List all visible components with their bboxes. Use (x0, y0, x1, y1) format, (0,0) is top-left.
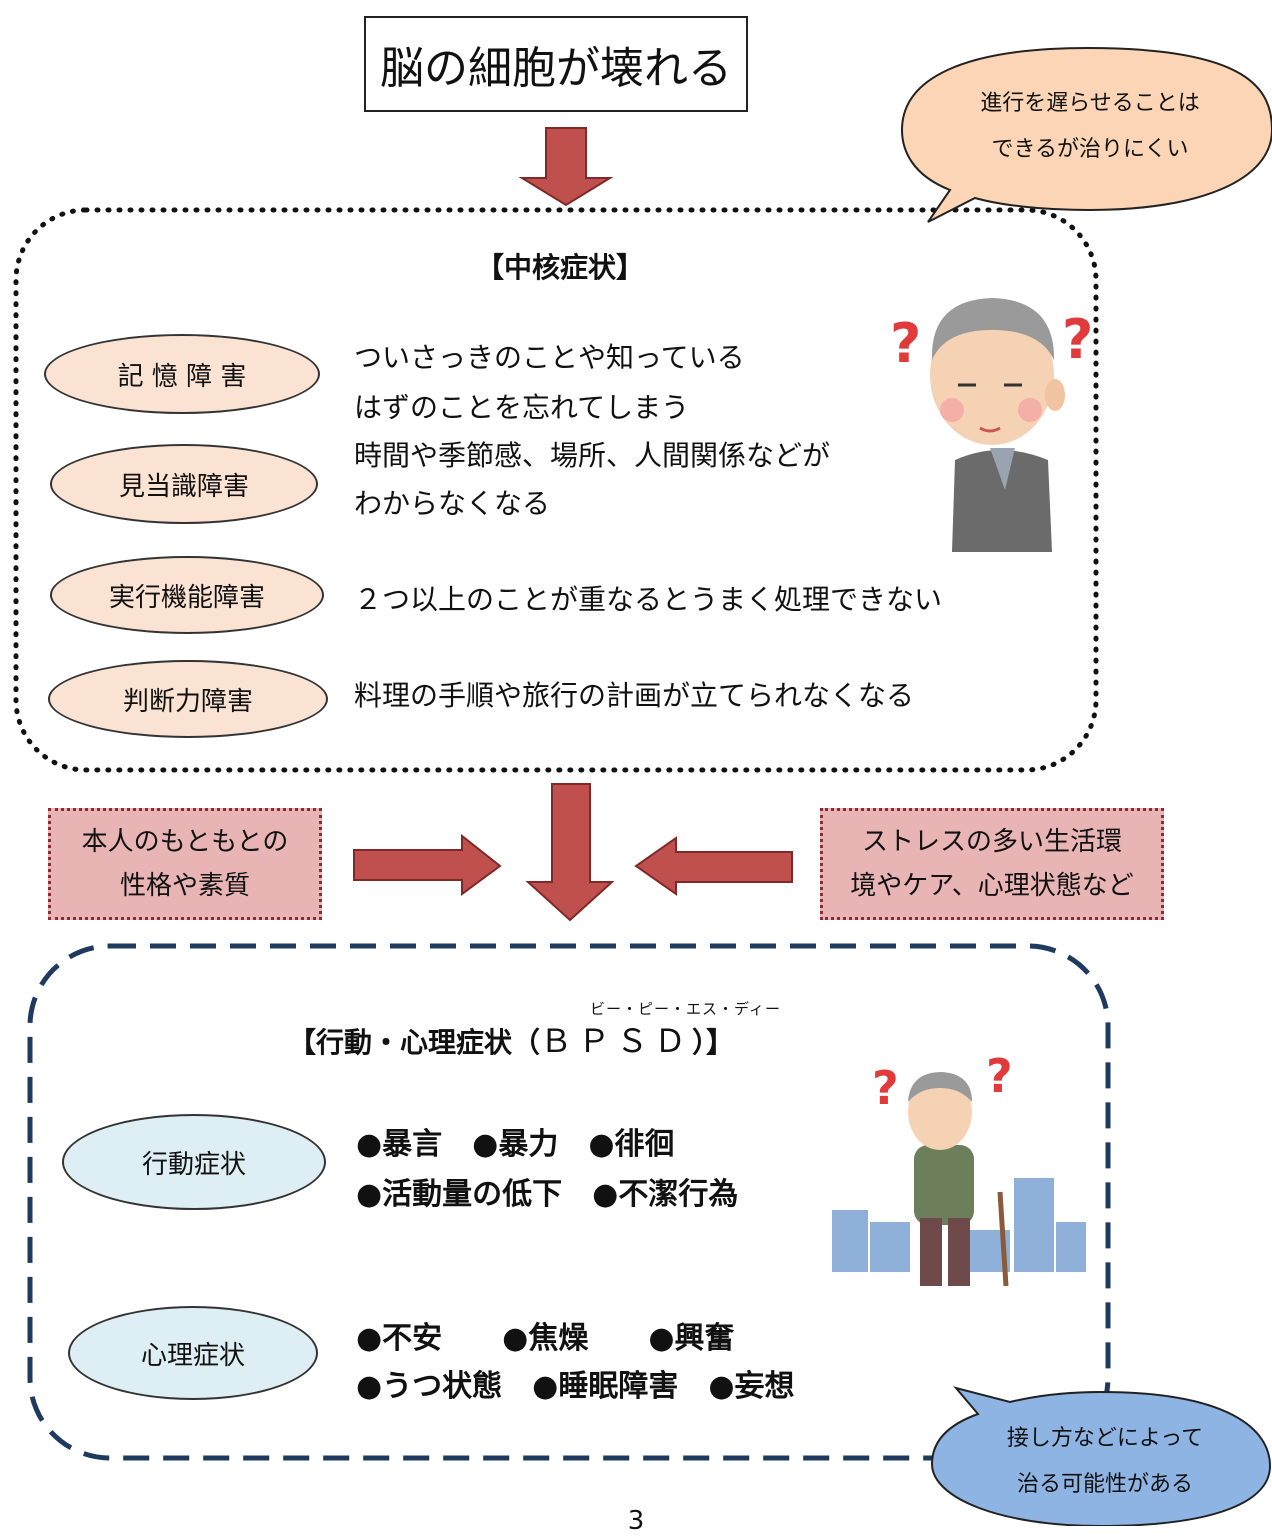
question-mark-icon: ? (890, 312, 921, 375)
bubble-bottom-line1: 接し方などによって (1006, 1426, 1204, 1451)
core-desc-line2: はずのことを忘れてしまう (354, 391, 690, 424)
brain-cell-damage-box: 脳の細胞が壊れる (364, 16, 748, 112)
psychological-symptoms-label: 心理症状 (140, 1340, 245, 1371)
question-mark-icon: ? (872, 1061, 899, 1115)
psychological-list-line2: ●うつ状態 ●睡眠障害 ●妄想 (356, 1369, 795, 1404)
bpsd-ruby: ビー・ピー・エス・ディー (590, 1000, 781, 1018)
memory-impairment-ellipse: 記 憶 障 害 (44, 334, 320, 414)
core-symptoms-title: 【中核症状】 (475, 251, 644, 284)
question-mark-icon: ? (986, 1049, 1013, 1103)
core-desc-line3: 時間や季節感、場所、人間関係などが (354, 439, 831, 472)
wandering-elderly-illustration: ? ? (832, 1049, 1086, 1287)
core-desc-line1: ついさっきのことや知っている (354, 341, 745, 374)
psychological-symptoms-ellipse: 心理症状 (68, 1306, 318, 1400)
environment-stress-line1: ストレスの多い生活環 (861, 827, 1122, 857)
personal-traits-line2: 性格や素質 (119, 871, 250, 901)
question-mark-icon: ? (1062, 308, 1093, 371)
disorientation-ellipse: 見当識障害 (50, 444, 318, 524)
confused-elderly-illustration: ? ? (890, 298, 1093, 552)
bubble-bottom-shape (930, 1386, 1272, 1526)
environment-stress-line2: 境やケア、心理状態など (850, 871, 1134, 901)
behavioral-list-line1: ●暴言 ●暴力 ●徘徊 (356, 1127, 675, 1162)
behavioral-symptoms-ellipse: 行動症状 (62, 1114, 326, 1210)
personal-traits-box: 本人のもともとの 性格や素質 (48, 808, 322, 920)
bubble-bottom-line2: 治る可能性がある (1016, 1472, 1193, 1497)
bpsd-frame (27, 943, 1111, 1461)
environment-stress-box: ストレスの多い生活環 境やケア、心理状態など (820, 808, 1164, 920)
memory-impairment-label: 記 憶 障 害 (117, 361, 247, 392)
judgment-impairment-ellipse: 判断力障害 (48, 660, 328, 738)
behavioral-list-line2: ●活動量の低下 ●不潔行為 (356, 1177, 739, 1212)
bubble-top-line1: 進行を遅らせることは (980, 91, 1200, 116)
brain-cell-damage-text: 脳の細胞が壊れる (380, 43, 732, 94)
bubble-top-shape (900, 46, 1272, 223)
page-number: 3 (627, 1506, 645, 1536)
disorientation-label: 見当識障害 (118, 471, 249, 502)
bpsd-title-abbr: ＢＰＳＤ (540, 1022, 693, 1060)
core-symptom-frame (13, 207, 1099, 773)
bpsd-title-prefix: 【行動・心理症状（ (288, 1026, 541, 1059)
judgment-impairment-label: 判断力障害 (122, 686, 253, 717)
left-arrow (634, 836, 793, 896)
right-arrow (353, 833, 502, 896)
core-desc-line4: わからなくなる (354, 487, 551, 520)
executive-dysfunction-label: 実行機能障害 (108, 582, 265, 613)
bpsd-title-suffix: ）】 (692, 1026, 735, 1059)
core-desc-line6: 料理の手順や旅行の計画が立てられなくなる (354, 679, 915, 712)
behavioral-symptoms-label: 行動症状 (141, 1149, 246, 1180)
down-arrow-2 (525, 783, 615, 922)
executive-dysfunction-ellipse: 実行機能障害 (50, 556, 324, 634)
bubble-top-line2: できるが治りにくい (991, 137, 1189, 162)
personal-traits-line1: 本人のもともとの (81, 827, 289, 857)
speech-bubble-bottom: 接し方などによって 治る可能性がある (960, 1404, 1250, 1520)
core-desc-line5: ２つ以上のことが重なるとうまく処理できない (354, 583, 943, 616)
down-arrow-1 (518, 127, 614, 207)
speech-bubble-top: 進行を遅らせることは できるが治りにくい (930, 62, 1250, 192)
bpsd-title: 【行動・心理症状（ＢＰＳＤ）】 (288, 1016, 734, 1062)
psychological-list-line1: ●不安 ●焦燥 ●興奮 (356, 1321, 735, 1356)
